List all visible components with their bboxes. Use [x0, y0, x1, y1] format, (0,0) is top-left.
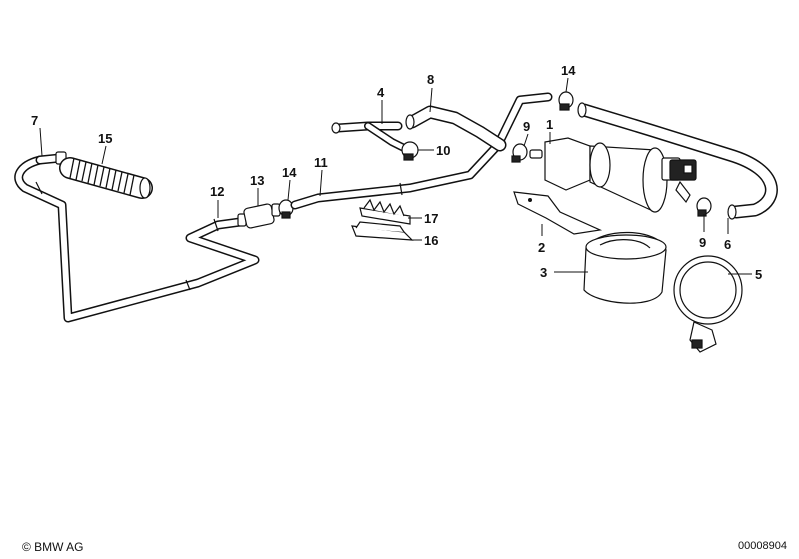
hose-8	[405, 105, 507, 152]
part-label-5: 5	[755, 267, 762, 282]
part-label-1: 1	[546, 117, 553, 132]
leader-lines	[39, 77, 752, 275]
bracket-16	[351, 221, 414, 241]
part-label-8: 8	[427, 72, 434, 87]
part-label-7: 7	[31, 113, 38, 128]
fuel-line-11	[290, 92, 553, 210]
part-label-4: 4	[377, 85, 385, 100]
rubber-mount-3	[583, 231, 667, 304]
part-label-11: 11	[314, 155, 328, 170]
part-label-14-right: 14	[561, 63, 576, 78]
clamp-5	[673, 255, 743, 353]
part-labels: 7 15 12 13 14 11 4 8 10 17 16 9 1 14 2 3…	[31, 63, 762, 282]
part-label-6: 6	[724, 237, 731, 252]
part-label-17: 17	[424, 211, 438, 226]
part-label-2: 2	[538, 240, 545, 255]
hose-clamp-14-right	[558, 91, 574, 111]
part-label-12: 12	[210, 184, 224, 199]
part-label-9-right: 9	[699, 235, 706, 250]
copyright-notice: © BMW AG	[22, 540, 84, 554]
hose-clamp-10	[401, 141, 419, 161]
bellows-sleeve-15	[55, 151, 153, 199]
hose-clamp-14-left	[278, 199, 294, 219]
part-label-14-left: 14	[282, 165, 297, 180]
hose-clamp-9-right	[696, 197, 712, 217]
part-label-16: 16	[424, 233, 438, 248]
hose-clamp-9-left	[511, 143, 543, 163]
return-hose-6	[577, 102, 778, 220]
bracket-17	[359, 198, 411, 225]
part-label-3: 3	[540, 265, 547, 280]
pipe-4	[331, 121, 412, 154]
image-number: 00008904	[738, 540, 787, 552]
part-label-13: 13	[250, 173, 264, 188]
fuel-pump-1	[544, 137, 697, 213]
part-label-10: 10	[436, 143, 450, 158]
fuel-line-7	[14, 153, 260, 323]
holder-2	[513, 191, 603, 235]
hose-connector-13	[237, 203, 281, 229]
part-label-9-left: 9	[523, 119, 530, 134]
part-label-15: 15	[98, 131, 112, 146]
